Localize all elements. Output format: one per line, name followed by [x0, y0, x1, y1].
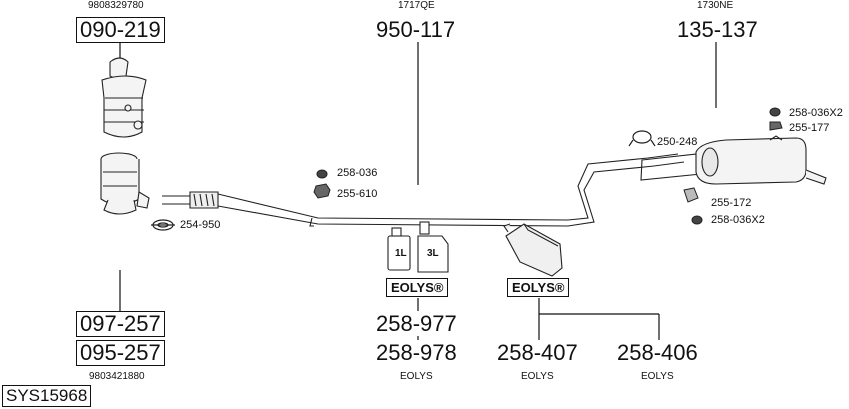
- bottle-1l-sketch: [387, 227, 411, 271]
- part-135-137[interactable]: 135-137: [677, 17, 758, 42]
- callout-258-036x2-bottom[interactable]: 258-036X2: [711, 214, 765, 226]
- caption-eolys-1: EOLYS: [400, 371, 433, 382]
- part-095-257[interactable]: 095-257: [76, 340, 165, 366]
- center-pipe-sketch: [162, 153, 685, 227]
- system-code: SYS15968: [2, 385, 92, 407]
- clamp-250-248-sketch: [628, 130, 656, 147]
- callout-258-036[interactable]: 258-036: [337, 167, 378, 179]
- part-090-219[interactable]: 090-219: [76, 17, 165, 43]
- additive-tank-sketch: [503, 223, 563, 277]
- bottle-1l-label: 1L: [395, 248, 407, 259]
- eolys-logo-right: EOLYS®: [507, 278, 570, 297]
- bottle-3l-sketch: [417, 221, 449, 273]
- bottle-3l-label: 3L: [427, 248, 439, 259]
- part-097-257[interactable]: 097-257: [76, 311, 165, 337]
- callout-254-950[interactable]: 254-950: [180, 219, 221, 231]
- ref-1730ne: 1730NE: [697, 0, 734, 11]
- eolys-logo-left: EOLYS®: [386, 278, 449, 297]
- part-258-406[interactable]: 258-406: [617, 340, 698, 365]
- part-258-977[interactable]: 258-977: [376, 311, 457, 336]
- rubber-mount-sketches: [313, 107, 783, 225]
- part-258-407[interactable]: 258-407: [497, 340, 578, 365]
- callout-255-610[interactable]: 255-610: [337, 188, 378, 200]
- ref-1717qe: 1717QE: [398, 0, 435, 11]
- catalyst-body-sketch: [100, 152, 150, 215]
- caption-eolys-2: EOLYS: [521, 371, 554, 382]
- ref-9803421880: 9803421880: [89, 371, 145, 382]
- rear-muffler-sketch: [640, 135, 827, 185]
- clamp-254-950-sketch: [151, 219, 175, 231]
- callout-258-036x2-top[interactable]: 258-036X2: [789, 107, 843, 119]
- callout-250-248[interactable]: 250-248: [657, 136, 698, 148]
- ref-9808329780: 9808329780: [88, 0, 144, 11]
- part-950-117[interactable]: 950-117: [376, 17, 456, 42]
- caption-eolys-3: EOLYS: [641, 371, 674, 382]
- dpf-catalyst-sketch: [101, 57, 147, 138]
- callout-255-177[interactable]: 255-177: [789, 122, 830, 134]
- part-258-978[interactable]: 258-978: [376, 340, 457, 365]
- callout-255-172[interactable]: 255-172: [711, 197, 752, 209]
